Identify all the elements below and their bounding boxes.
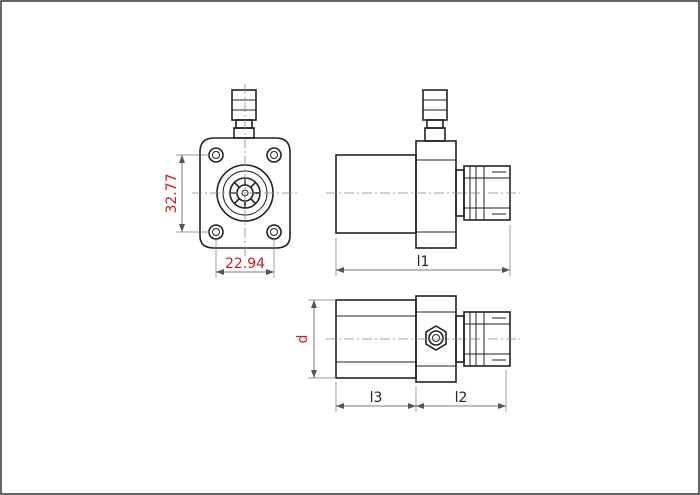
front-view: 32.77 22.94 <box>164 84 298 278</box>
dim-width-text: 22.94 <box>225 256 265 272</box>
bottom-view-l3-l2-dimension: l3 l2 <box>335 370 507 412</box>
dim-l3-text: l3 <box>370 390 383 406</box>
bottom-view-side-port <box>425 325 447 351</box>
side-view-coolant-fitting <box>422 89 448 142</box>
dim-l2-text: l2 <box>455 390 468 406</box>
front-view-height-dimension: 32.77 <box>164 154 210 233</box>
dim-height-text: 32.77 <box>164 173 180 213</box>
side-view: l1 <box>326 89 520 276</box>
front-view-width-dimension: 22.94 <box>215 240 275 278</box>
side-view-shank <box>335 154 417 234</box>
dim-l1-text: l1 <box>417 254 430 270</box>
side-view-collet-nut <box>455 165 511 221</box>
dim-d-text: d <box>295 335 311 344</box>
bottom-view: d l3 l2 <box>295 295 520 412</box>
front-view-flange <box>199 137 291 249</box>
side-view-l1-dimension: l1 <box>335 225 511 276</box>
bottom-view-d-dimension: d <box>295 299 336 379</box>
front-view-coolant-fitting <box>231 89 257 139</box>
